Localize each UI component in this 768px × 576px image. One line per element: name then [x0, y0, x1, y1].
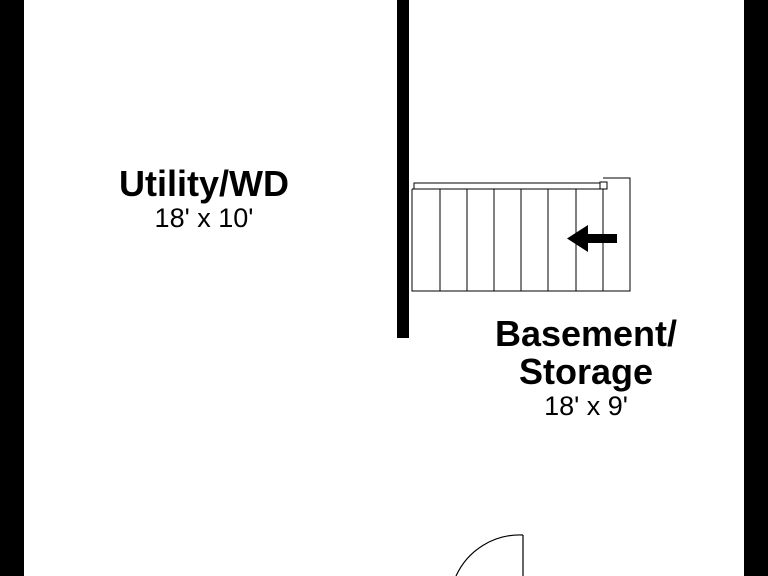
- room-dimensions-utility: 18' x 10': [154, 203, 254, 233]
- room-name-basement-line1: Basement/: [494, 313, 678, 354]
- arrow-left-icon: [567, 225, 617, 252]
- left-exterior-wall: [0, 0, 24, 576]
- staircase: [411, 177, 631, 292]
- stair-newel-post: [599, 181, 608, 190]
- room-label-basement: Basement/ Storage 18' x 9': [466, 313, 706, 422]
- right-exterior-wall: [744, 0, 768, 576]
- room-label-utility: Utility/WD 18' x 10': [84, 163, 324, 234]
- room-dimensions-basement: 18' x 9': [544, 391, 628, 421]
- door-swing-arc: [455, 534, 524, 576]
- stair-handrail: [413, 182, 604, 190]
- stair-outline: [411, 177, 631, 292]
- room-name-utility: Utility/WD: [119, 163, 289, 204]
- room-name-basement-line2: Storage: [518, 351, 654, 392]
- interior-partition-wall: [397, 0, 409, 338]
- door-swing: [455, 534, 524, 576]
